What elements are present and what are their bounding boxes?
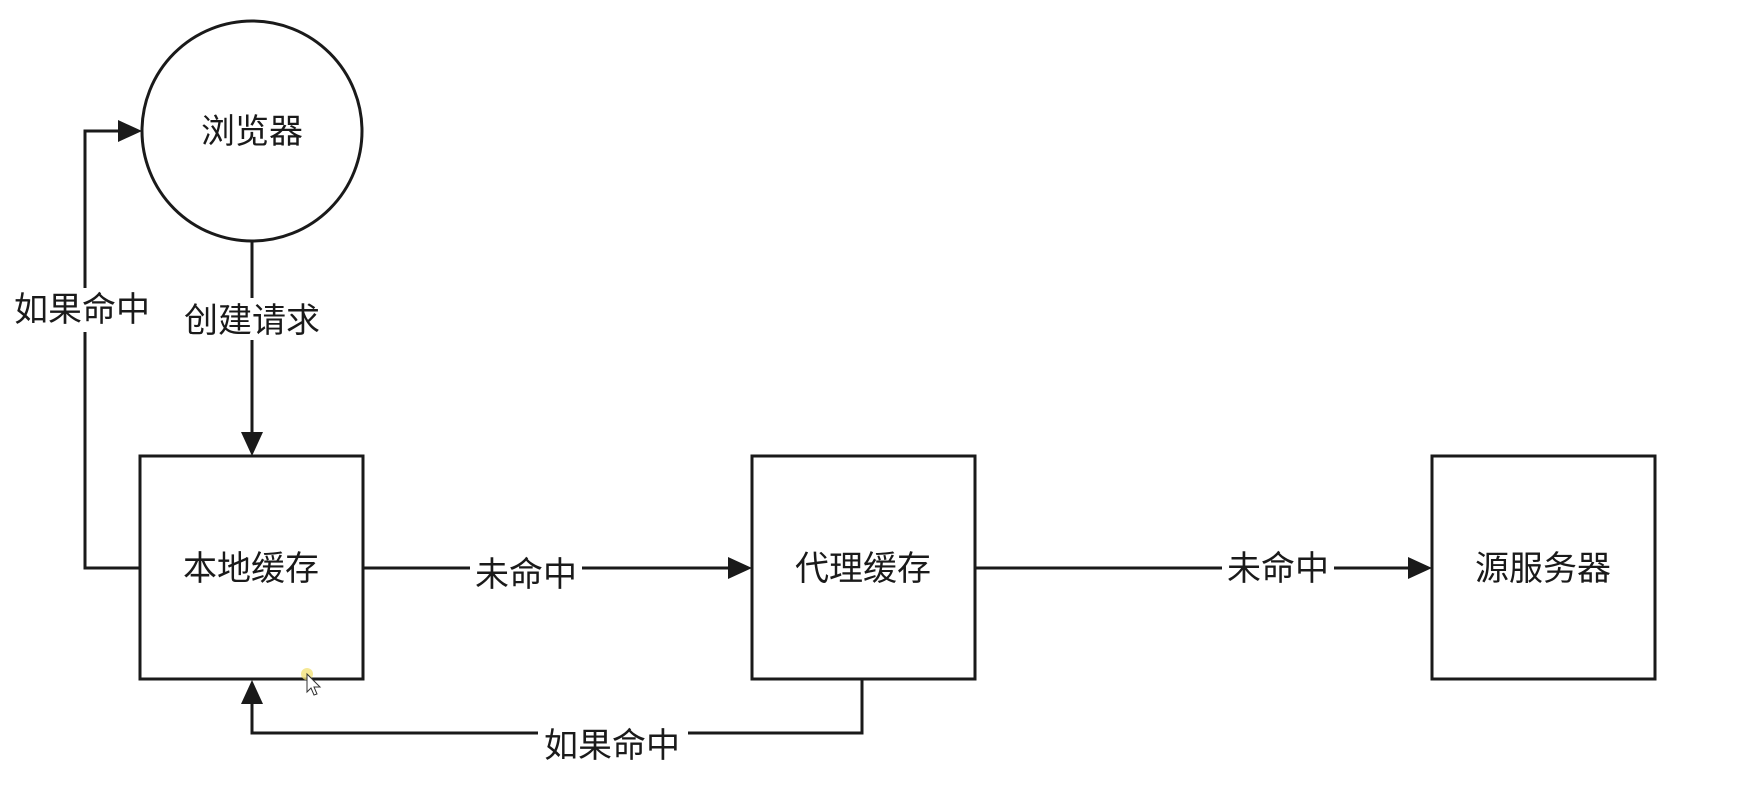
edge-proxy-miss: 未命中 xyxy=(975,546,1432,590)
edge-proxy-miss-label: 未命中 xyxy=(1227,549,1329,589)
edge-local-miss: 未命中 xyxy=(363,552,752,596)
edge-local-hit-label: 如果命中 xyxy=(14,290,150,330)
edge-create-request: 创建请求 xyxy=(184,240,321,456)
edge-local-hit: 如果命中 xyxy=(10,120,160,570)
edge-local-hit-line xyxy=(83,129,140,570)
edge-create-request-label-bg xyxy=(186,298,321,340)
edge-create-request-label: 创建请求 xyxy=(184,301,320,341)
edge-proxy-hit-arrowhead xyxy=(241,680,263,704)
node-proxy-cache-label: 代理缓存 xyxy=(795,549,931,589)
node-local-cache-label: 本地缓存 xyxy=(183,549,319,589)
node-browser-label: 浏览器 xyxy=(201,112,303,152)
edge-proxy-hit: 如果命中 xyxy=(241,680,864,768)
node-proxy-cache: 代理缓存 xyxy=(750,454,977,681)
node-browser-shape xyxy=(140,19,364,243)
edge-local-hit-label-bg xyxy=(10,288,160,332)
edge-local-miss-label-bg xyxy=(470,552,582,596)
edge-local-miss-label: 未命中 xyxy=(475,555,577,595)
node-origin-server: 源服务器 xyxy=(1430,454,1657,681)
node-browser: 浏览器 xyxy=(140,19,364,243)
edge-local-hit-arrowhead xyxy=(118,120,142,142)
node-local-cache: 本地缓存 xyxy=(138,454,365,681)
edge-proxy-miss-arrowhead xyxy=(1408,557,1432,579)
edge-proxy-hit-label: 如果命中 xyxy=(544,726,680,766)
mouse-cursor-icon xyxy=(301,668,322,696)
node-origin-server-label: 源服务器 xyxy=(1475,549,1611,589)
node-origin-server-shape xyxy=(1430,454,1657,681)
node-local-cache-shape xyxy=(138,454,365,681)
edge-proxy-miss-label-bg xyxy=(1222,546,1334,590)
edge-proxy-hit-label-bg xyxy=(538,724,688,768)
node-proxy-cache-shape xyxy=(750,454,977,681)
edge-create-request-arrowhead xyxy=(241,432,263,456)
edge-local-miss-arrowhead xyxy=(728,557,752,579)
